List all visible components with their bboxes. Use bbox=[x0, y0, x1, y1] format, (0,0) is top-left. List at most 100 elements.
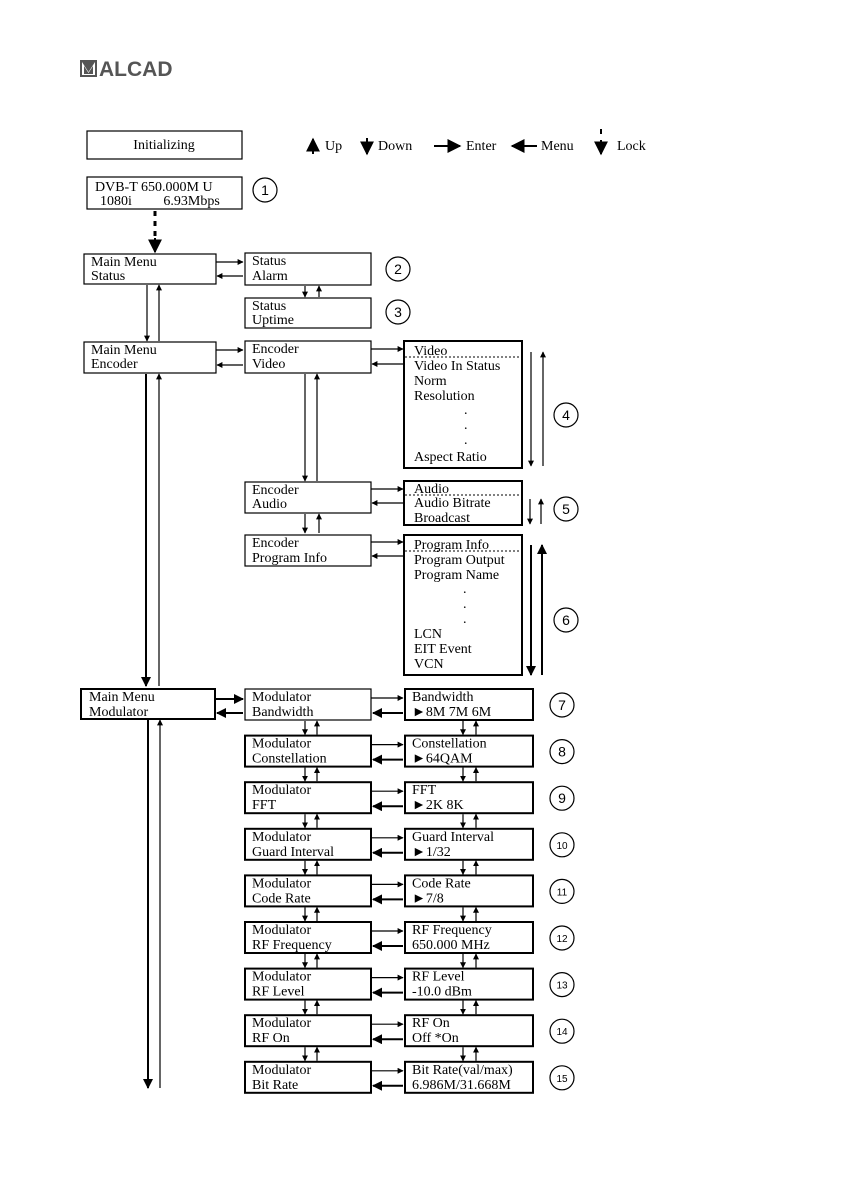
callout-13: 13 bbox=[549, 971, 575, 998]
callout-9: 9 bbox=[549, 785, 575, 811]
initializing-box bbox=[86, 130, 243, 160]
callout-number: 8 bbox=[558, 744, 566, 760]
status-alarm-line1: Status bbox=[252, 254, 286, 269]
modulator-value-line1: FFT bbox=[412, 783, 437, 798]
program-list-item: LCN bbox=[414, 627, 442, 642]
logo-mark-icon bbox=[80, 60, 97, 77]
video-list-item: . bbox=[464, 433, 468, 448]
audio-list-box bbox=[403, 480, 523, 526]
status-alarm-line2: Alarm bbox=[252, 269, 288, 284]
callout-number: 15 bbox=[556, 1074, 568, 1085]
callout-8: 8 bbox=[549, 738, 575, 765]
program-list-item: . bbox=[463, 612, 467, 627]
video-list-item: . bbox=[464, 403, 468, 418]
main-menu-modulator-line2: Modulator bbox=[89, 705, 148, 720]
svg-text:1: 1 bbox=[261, 182, 269, 198]
modulator-menu-box bbox=[244, 967, 372, 1001]
encoder-video-box bbox=[244, 340, 372, 374]
main-menu-encoder bbox=[83, 341, 217, 374]
program-list-item: VCN bbox=[414, 657, 444, 672]
callout-15: 15 bbox=[549, 1065, 575, 1091]
video-list-item: Norm bbox=[414, 374, 447, 389]
status-alarm-box bbox=[244, 252, 372, 286]
legend-menu-label: Menu bbox=[541, 139, 574, 154]
modulator-menu-line2: RF On bbox=[252, 1031, 290, 1046]
modulator-menu-line2: Bandwidth bbox=[252, 705, 313, 720]
callout-6: 6 bbox=[553, 607, 579, 633]
modulator-menu-box bbox=[244, 781, 372, 815]
modulator-row: ModulatorConstellationConstellation►64QA… bbox=[244, 734, 575, 782]
modulator-value-line2: ►64QAM bbox=[412, 752, 473, 767]
svg-text:4: 4 bbox=[562, 407, 570, 423]
main-menu-status bbox=[83, 253, 217, 285]
modulator-value-line1: Code Rate bbox=[412, 876, 471, 891]
modulator-value-line2: ►1/32 bbox=[412, 845, 451, 860]
modulator-menu-line1: Modulator bbox=[252, 970, 311, 985]
modulator-menu-line2: RF Level bbox=[252, 985, 305, 1000]
modulator-value-line2: Off *On bbox=[412, 1031, 459, 1046]
modulator-menu-line2: Constellation bbox=[252, 752, 327, 767]
program-list-item: Program Output bbox=[414, 553, 505, 568]
encoder-video-line1: Encoder bbox=[252, 342, 299, 357]
modulator-menu-box bbox=[244, 734, 372, 768]
video-list-item: Video bbox=[414, 344, 447, 359]
modulator-value-line1: RF Frequency bbox=[412, 923, 492, 938]
modulator-value-box bbox=[404, 688, 534, 721]
audio-list-item: Audio bbox=[414, 482, 449, 497]
callout-number: 9 bbox=[558, 790, 566, 806]
logo-text: ALCAD bbox=[99, 58, 173, 81]
program-list-item: EIT Event bbox=[414, 642, 472, 657]
callout-14: 14 bbox=[549, 1018, 575, 1044]
main-menu-encoder-line1: Main Menu bbox=[91, 343, 157, 358]
modulator-menu-line1: Modulator bbox=[252, 783, 311, 798]
status-screen-box bbox=[86, 176, 243, 210]
video-list-box bbox=[403, 340, 523, 469]
modulator-value-line1: RF On bbox=[412, 1016, 450, 1031]
audio-list-item: Audio Bitrate bbox=[414, 496, 491, 511]
modulator-value-box bbox=[404, 827, 534, 861]
audio-list-item: Broadcast bbox=[414, 511, 470, 526]
callout-4: 4 bbox=[553, 402, 579, 428]
svg-text:3: 3 bbox=[394, 304, 402, 320]
modulator-menu-line2: Code Rate bbox=[252, 891, 311, 906]
modulator-menu-box bbox=[244, 827, 372, 861]
program-list-item: Program Info bbox=[414, 538, 489, 553]
callout-number: 13 bbox=[556, 981, 568, 992]
modulator-menu-line1: Modulator bbox=[252, 1016, 311, 1031]
modulator-menu-box bbox=[244, 921, 372, 954]
program-list-box bbox=[403, 534, 523, 676]
callout-number: 14 bbox=[556, 1027, 568, 1038]
encoder-program-line1: Encoder bbox=[252, 536, 299, 551]
callout-5: 5 bbox=[553, 496, 579, 522]
modulator-menu-line1: Modulator bbox=[252, 1063, 311, 1078]
modulator-value-line2: 6.986M/31.668M bbox=[412, 1078, 511, 1093]
callout-3: 3 bbox=[385, 299, 411, 325]
callout-number: 12 bbox=[556, 934, 568, 945]
modulator-value-box bbox=[404, 1014, 534, 1048]
modulator-value-box bbox=[404, 921, 534, 954]
modulator-value-line1: Bandwidth bbox=[412, 690, 473, 705]
program-list: Program Info Program Output Program Name… bbox=[414, 538, 505, 672]
program-list-item: . bbox=[463, 582, 467, 597]
modulator-value-box bbox=[404, 1060, 534, 1094]
encoder-program-line2: Program Info bbox=[252, 551, 327, 566]
callout-number: 10 bbox=[556, 841, 568, 852]
callout-7: 7 bbox=[549, 692, 575, 718]
video-list-item: . bbox=[464, 418, 468, 433]
modulator-value-box bbox=[404, 734, 534, 768]
main-menu-status-line1: Main Menu bbox=[91, 255, 157, 270]
callout-11: 11 bbox=[549, 878, 575, 905]
initializing-label: Initializing bbox=[133, 138, 194, 153]
modulator-menu-line2: FFT bbox=[252, 798, 277, 813]
main-menu-status-line2: Status bbox=[91, 269, 125, 284]
legend-down-label: Down bbox=[378, 139, 412, 154]
modulator-menu-box bbox=[244, 874, 372, 908]
